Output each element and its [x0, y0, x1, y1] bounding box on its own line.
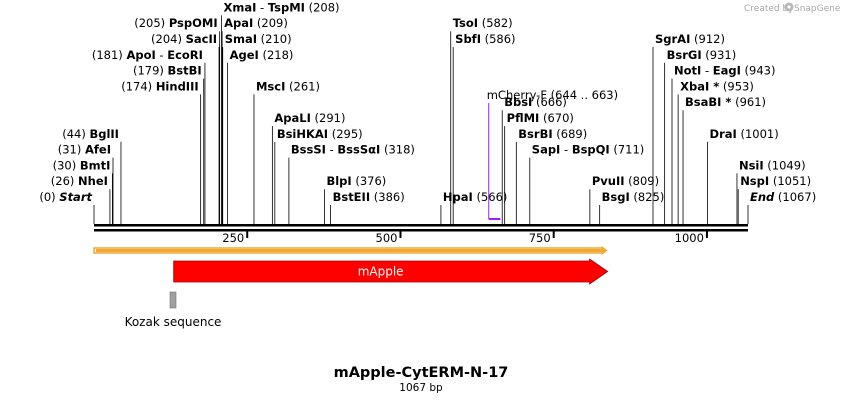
enzyme-bsssi[interactable]: BssSI - BssSαI (318) — [291, 143, 415, 157]
enzyme-hindiii[interactable]: (174) HindIII — [121, 79, 198, 93]
scale-tick-label: 750 — [529, 231, 551, 245]
plasmid-name: mApple-CytERM-N-17 — [334, 365, 509, 381]
scale-ticks: 250 500 750 1000 — [222, 229, 708, 245]
plasmid-length: 1067 bp — [399, 382, 443, 394]
enzyme-start[interactable]: (0) Start — [39, 190, 92, 204]
feature-mapple[interactable]: mApple — [173, 258, 609, 285]
enzyme-labels: (0) Start (26) NheI (30) BmtI(31) AfeI (44)… — [39, 0, 816, 204]
enzyme-bsrbi[interactable]: BsrBI (689) — [518, 127, 587, 141]
scale-tick-label: 250 — [222, 231, 244, 245]
enzyme-blpi[interactable]: BlpI (376) — [326, 174, 386, 188]
enzyme-drai[interactable]: DraI (1001) — [710, 127, 779, 141]
scale-tick-label: 500 — [376, 231, 398, 245]
enzyme-msci[interactable]: MscI (261) — [256, 79, 320, 93]
dna-backbone — [94, 224, 748, 232]
enzyme-apai[interactable]: ApaI (209) — [224, 16, 288, 30]
feature-label: Kozak sequence — [125, 315, 222, 329]
enzyme-bsabi[interactable]: BsaBI * (961) — [685, 95, 766, 109]
enzyme-smai[interactable]: SmaI (210) — [225, 32, 292, 46]
enzyme-bsrgi[interactable]: BsrGI (931) — [667, 48, 737, 62]
enzyme-nhei[interactable]: (26) NheI — [51, 174, 108, 188]
enzyme-bsgi[interactable]: BsgI (825) — [602, 190, 665, 204]
primer-mcherry-f[interactable]: mCherry-F (644 .. 663) — [487, 88, 618, 220]
enzyme-xmai[interactable]: XmaI - TspMI (208) — [223, 0, 339, 14]
enzyme-bsihkai[interactable]: BsiHKAI (295) — [277, 127, 363, 141]
enzyme-tsoi[interactable]: TsoI (582) — [453, 16, 513, 30]
enzyme-nsii[interactable]: NsiI (1049) — [739, 158, 806, 172]
enzyme-bsteii[interactable]: BstEII (386) — [333, 190, 405, 204]
enzyme-pspomi[interactable]: (205) PspOMI — [134, 16, 217, 30]
enzyme-leader-lines — [93, 15, 749, 224]
enzyme-pflmi[interactable]: PflMI (670) — [507, 111, 574, 125]
enzyme-hpai[interactable]: HpaI (566) — [443, 190, 508, 204]
enzyme-bglii[interactable]: (44) BglII — [62, 127, 119, 141]
enzyme-sgrai[interactable]: SgrAI (912) — [655, 32, 725, 46]
enzyme-bmti[interactable]: (30) BmtI — [53, 158, 111, 172]
enzyme-pvuii[interactable]: PvuII (809) — [592, 174, 659, 188]
enzyme-end[interactable]: End (1067) — [750, 190, 816, 204]
feature-label: mApple — [358, 265, 404, 279]
snapgene-logo-icon — [784, 2, 794, 12]
feature-kozak-sequence[interactable]: Kozak sequence — [125, 291, 222, 329]
enzyme-apali[interactable]: ApaLI (291) — [274, 111, 345, 125]
enzyme-xbai[interactable]: XbaI * (953) — [680, 79, 754, 93]
enzyme-noti[interactable]: NotI - EagI (943) — [674, 64, 776, 78]
enzyme-bstbi[interactable]: (179) BstBI — [133, 64, 202, 78]
enzyme-sapi[interactable]: SapI - BspQI (711) — [532, 143, 645, 157]
credit-text: Created by — [744, 4, 794, 14]
enzyme-apoi[interactable]: (181) ApoI - EcoRI — [92, 48, 203, 62]
primer-label: mCherry-F (644 .. 663) — [487, 88, 618, 102]
enzyme-bbsi[interactable]: BbsI (666) — [504, 95, 567, 109]
enzyme-sbfi[interactable]: SbfI (586) — [455, 32, 515, 46]
enzyme-afei[interactable]: (31) AfeI — [58, 143, 111, 157]
credit-brand: SnapGene — [794, 4, 841, 14]
scale-tick-label: 1000 — [675, 231, 704, 245]
enzyme-nspi[interactable]: NspI (1051) — [740, 174, 811, 188]
orf-indicator[interactable] — [93, 246, 608, 255]
enzyme-agei[interactable]: AgeI (218) — [230, 48, 294, 62]
enzyme-sacii[interactable]: (204) SacII — [151, 32, 217, 46]
